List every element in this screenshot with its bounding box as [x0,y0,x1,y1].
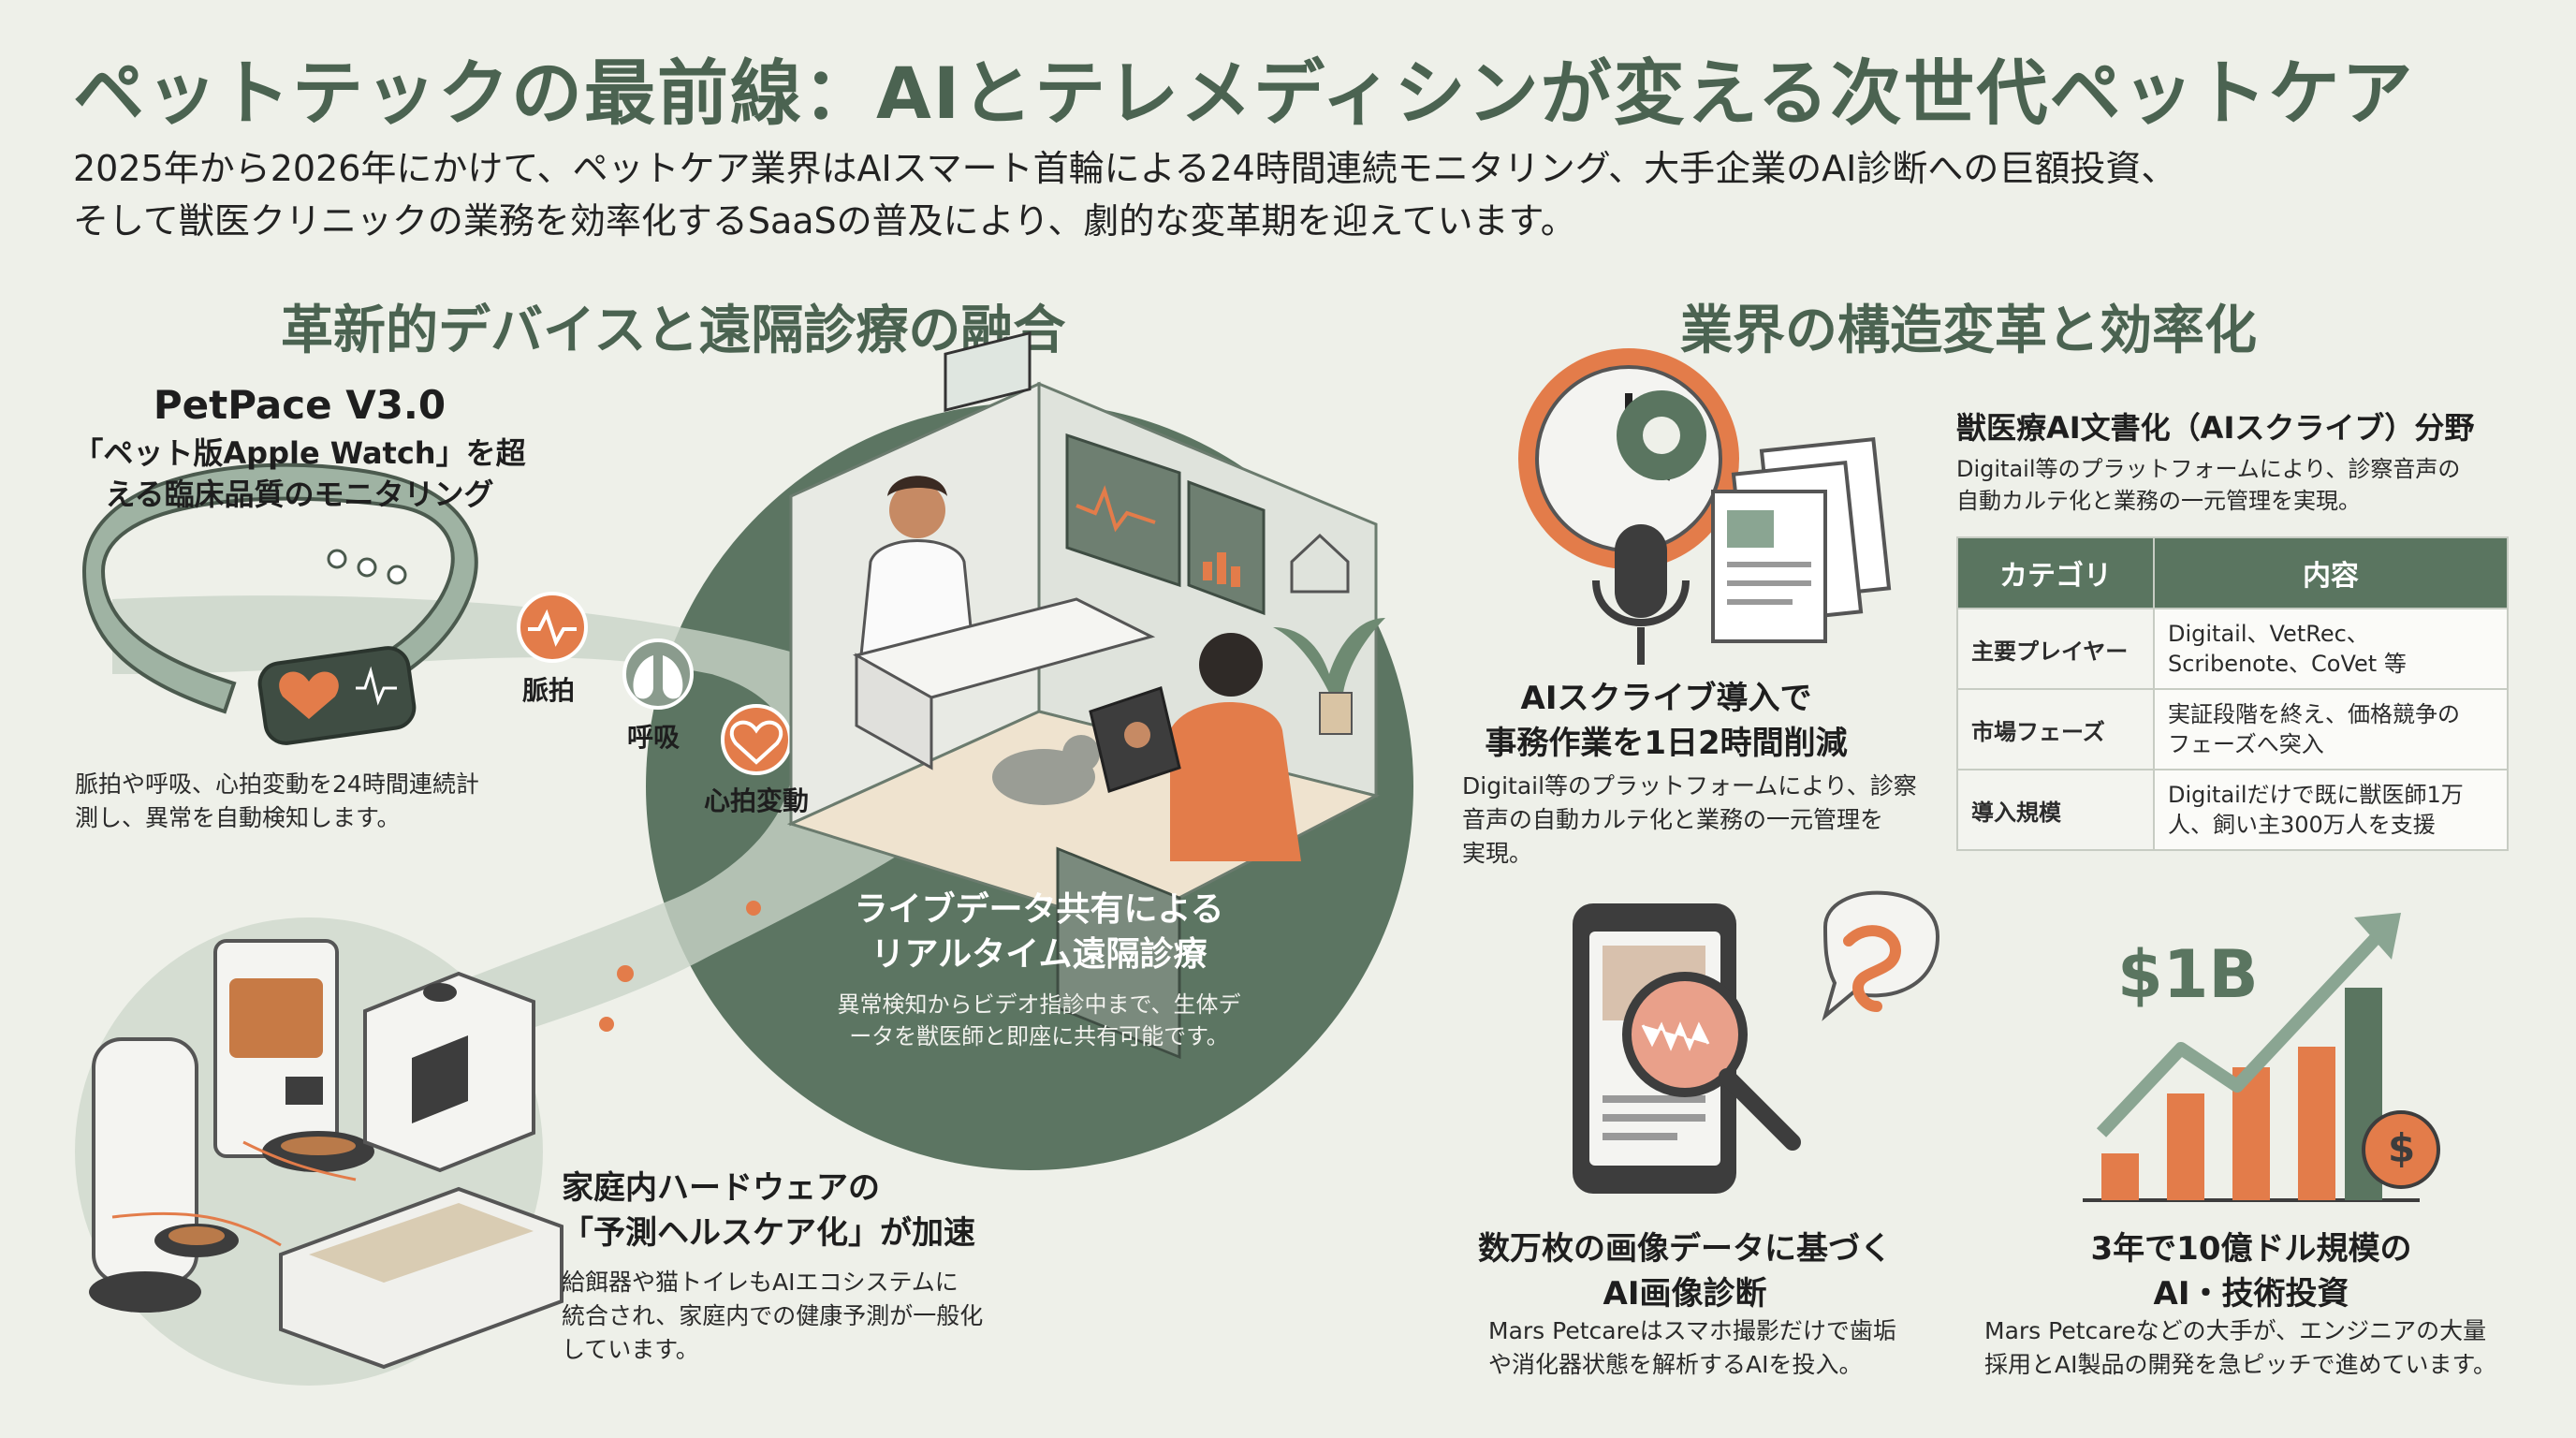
scribe-illustration [1518,348,1892,665]
left-section-heading: 革新的デバイスと遠隔診療の融合 [281,301,1066,361]
scribe-area-title: 獣医療AI文書化（AIスクライブ）分野 [1956,410,2475,446]
investment-amount: $1B [2117,936,2259,1013]
table-cell-category: 導入規模 [1956,769,2155,851]
clinic-room-illustration [786,330,1385,1060]
scribe-body: Digitail等のプラットフォームにより、診察 音声の自動カルテ化と業務の一元… [1462,772,1917,867]
table-header-content: 内容 [2153,536,2509,609]
petpace-title: PetPace V3.0 [153,382,446,428]
table-header-category: カテゴリ [1956,536,2155,609]
lead-text: 2025年から2026年にかけて、ペットケア業界はAIスマート首輪による24時間… [73,148,2177,242]
table-cell-content: Digitail、VetRec、Scribenote、CoVet 等 [2153,608,2509,690]
page-title: ペットテックの最前線：AIとテレメディシンが変える次世代ペットケア [73,51,2415,135]
breath-label: 呼吸 [627,722,681,753]
data-flow-band [112,595,1011,1086]
telemed-title: ライブデータ共有による リアルタイム遠隔診療 [854,890,1224,974]
image-ai-body: Mars Petcareはスマホ撮影だけで歯垢 や消化器状態を解析するAIを投入… [1488,1317,1896,1378]
image-ai-title: 数万枚の画像データに基づく AI画像診断 [1478,1230,1892,1313]
table-cell-category: 主要プレイヤー [1956,608,2155,690]
home-devices-illustration [89,939,564,1370]
pulse-label: 脈拍 [522,675,576,706]
invest-title: 3年で10億ドル規模の AI・技術投資 [2090,1230,2412,1313]
table-row: 主要プレイヤー Digitail、VetRec、Scribenote、CoVet… [1956,608,2509,690]
right-section-heading: 業界の構造変革と効率化 [1680,301,2257,361]
table-row: 市場フェーズ 実証段階を終え、価格競争のフェーズへ突入 [1956,688,2509,770]
home-body: 給餌器や猫トイレもAIエコシステムに 統合され、家庭内での健康予測が一般化 して… [562,1269,984,1363]
hrv-label: 心拍変動 [704,785,810,816]
scribe-area-body: Digitail等のプラットフォームにより、診察音声の 自動カルテ化と業務の一元… [1956,456,2461,514]
scribe-title: AIスクライブ導入で 事務作業を1日2時間削減 [1485,680,1848,762]
table-cell-content: Digitailだけで既に獣医師1万人、飼い主300万人を支援 [2153,769,2509,851]
telemed-body: 異常検知からビデオ指診中まで、生体デ ータを獣医師と即座に共有可能です。 [837,991,1241,1049]
smart-collar-illustration [81,462,478,745]
home-title: 家庭内ハードウェアの 「予測ヘルスケア化」が加速 [562,1169,975,1252]
petpace-body: 脈拍や呼吸、心拍変動を24時間連続計 測し、異常を自動検知します。 [75,770,479,831]
image-diagnosis-illustration [1573,890,1940,1194]
dollar-coin-icon: $ [2388,1125,2416,1171]
table-header-row: カテゴリ 内容 [1956,536,2509,609]
scribe-market-table: カテゴリ 内容 主要プレイヤー Digitail、VetRec、Scribeno… [1956,536,2509,851]
invest-body: Mars Petcareなどの大手が、エンジニアの大量 採用とAI製品の開発を急… [1984,1317,2496,1378]
table-row: 導入規模 Digitailだけで既に獣医師1万人、飼い主300万人を支援 [1956,769,2509,851]
investment-chart-illustration [2083,913,2440,1202]
table-cell-content: 実証段階を終え、価格競争のフェーズへ突入 [2153,688,2509,770]
petpace-subtitle: 「ペット版Apple Watch」を超 える臨床品質のモニタリング [73,435,526,512]
table-cell-category: 市場フェーズ [1956,688,2155,770]
